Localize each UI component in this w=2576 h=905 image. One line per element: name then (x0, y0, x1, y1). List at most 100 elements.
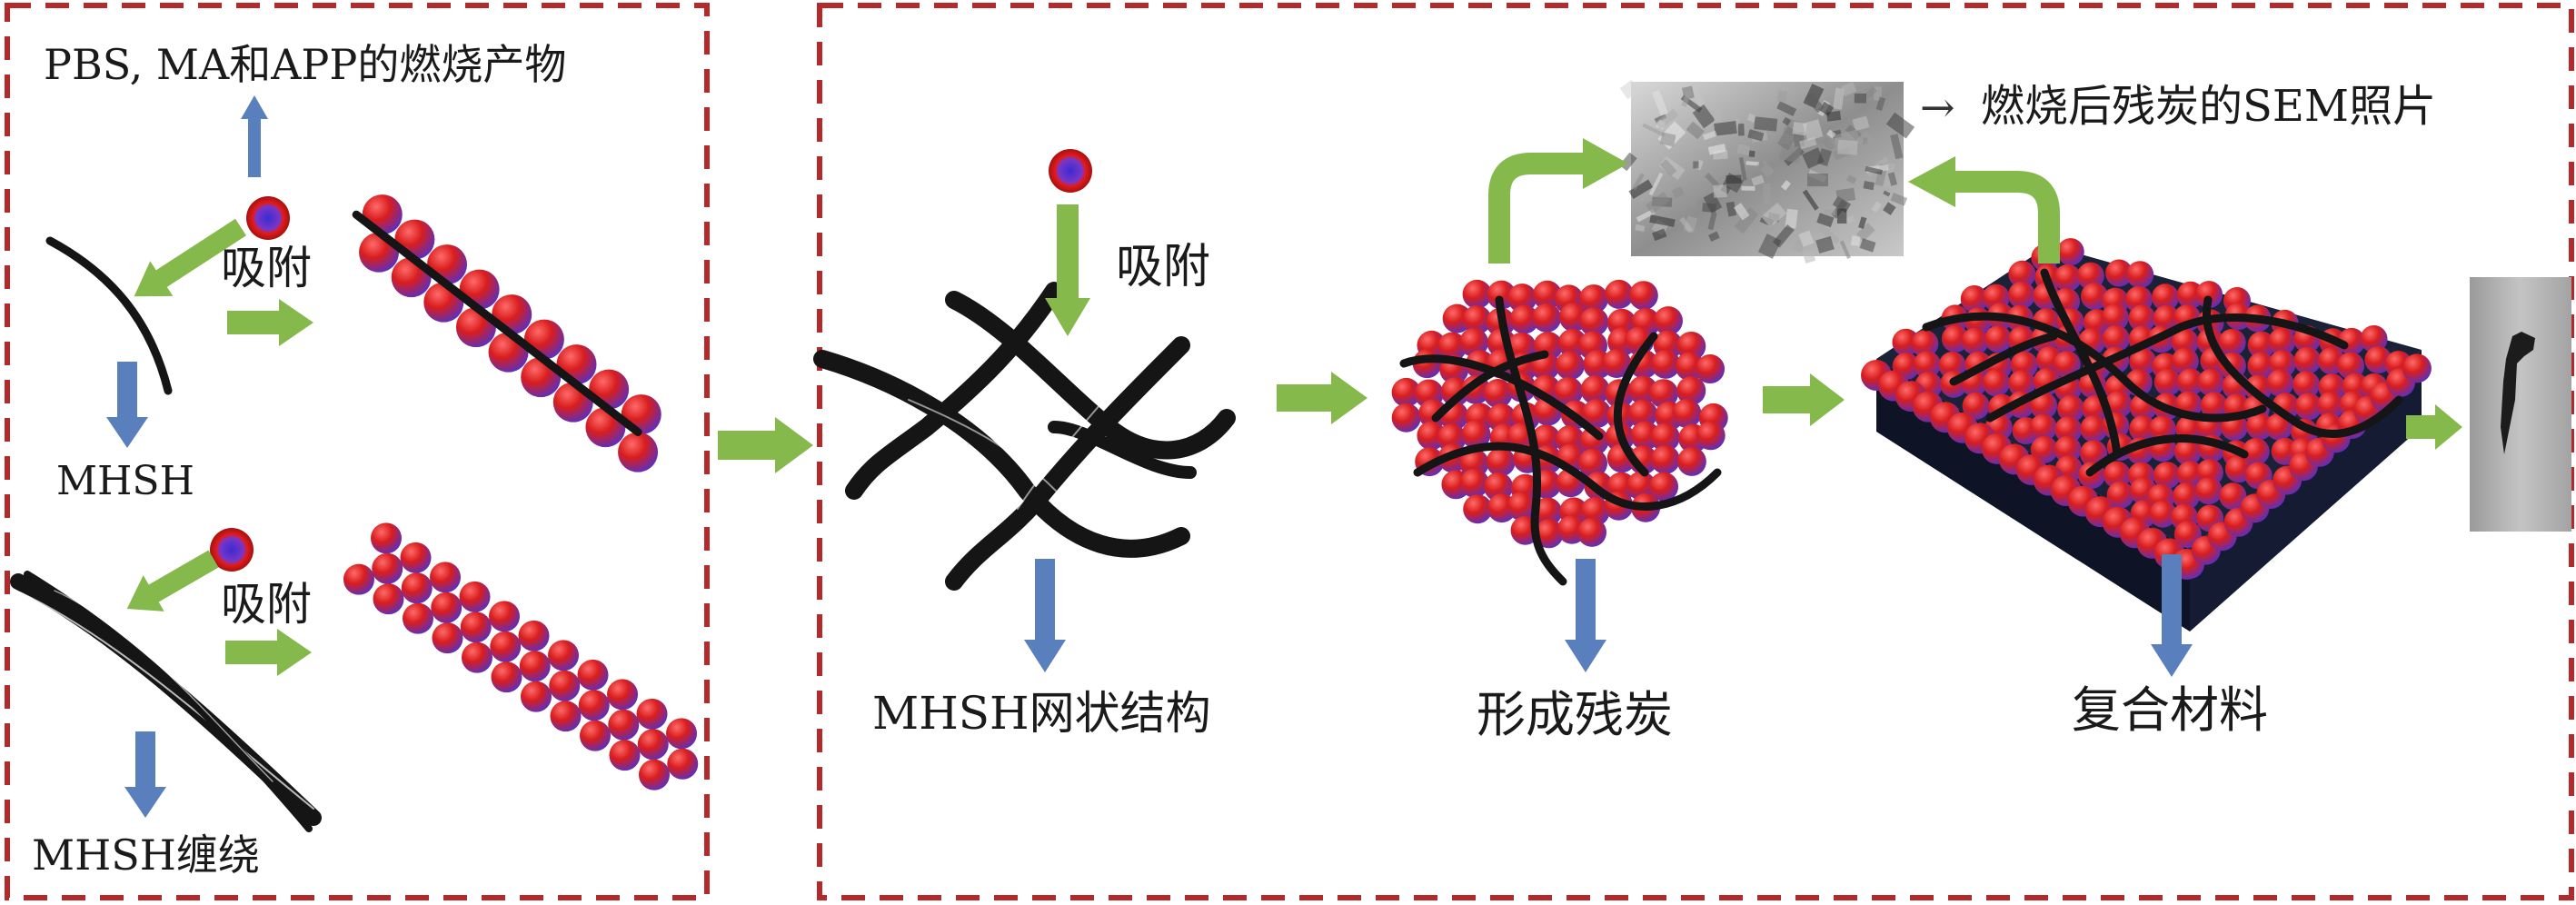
char-sphere (1676, 446, 1706, 476)
sem-texture-grain (1865, 165, 1884, 175)
adsorbate-sphere (618, 432, 659, 472)
composite-sphere (2173, 521, 2202, 549)
composite-material-label: 复合材料 (2072, 681, 2268, 739)
adsorbate-sphere (549, 670, 581, 701)
sem-texture-grain (1619, 80, 1640, 100)
char-sphere (1653, 306, 1683, 336)
sem-texture-grain (1837, 139, 1858, 155)
sem-micrograph (1619, 80, 1915, 264)
sem-texture-grain (1772, 224, 1795, 248)
sem-texture-grain (1854, 93, 1867, 104)
sem-texture-grain (1835, 187, 1856, 203)
sem-texture-grain (1859, 131, 1876, 148)
composite-sphere (2149, 500, 2177, 528)
adsorbate-sphere (636, 698, 668, 730)
sem-texture-grain (1748, 150, 1755, 157)
composite-sphere (2128, 304, 2156, 333)
composite-sphere (2337, 352, 2365, 380)
char-sphere (1459, 327, 1489, 357)
sem-texture-grain (1763, 184, 1771, 205)
arrow-down-wound (124, 731, 166, 818)
composite-sphere (2294, 393, 2322, 421)
adsorbate-sphere (402, 602, 433, 634)
sem-texture-grain (1890, 193, 1908, 206)
sem-texture-grain (1785, 208, 1798, 229)
sem-texture-grain (1652, 228, 1667, 242)
arrow-to-network (718, 417, 813, 473)
sem-texture-grain (1875, 96, 1886, 111)
sem-texture-grain (1807, 173, 1828, 187)
chain-fiber (352, 210, 642, 436)
sem-texture-grain (1782, 116, 1792, 126)
adsorbate-sphere (432, 622, 463, 654)
sem-texture-grain (1733, 203, 1750, 221)
sem-texture-grain (1855, 223, 1875, 242)
sem-texture-grain (1802, 249, 1816, 264)
char-sphere (1648, 379, 1678, 409)
char-sphere (1483, 379, 1513, 409)
sem-texture-grain (1619, 152, 1637, 172)
char-sphere (1507, 283, 1537, 313)
char-sphere (1602, 349, 1632, 379)
composite-sphere (2080, 282, 2108, 310)
sem-texture-grain (1845, 214, 1856, 224)
composite-fibers (1922, 268, 2403, 477)
composite-sphere (2171, 347, 2199, 375)
composite-sphere (1941, 324, 1969, 353)
composite-sphere (2080, 414, 2108, 443)
adsorbate-sphere (667, 748, 699, 780)
char-sphere (1437, 332, 1467, 362)
sem-texture-grain (1702, 203, 1716, 213)
adsorbate-sphere (401, 572, 433, 604)
sem-texture-grain (1707, 212, 1717, 231)
sem-texture-grain (1883, 202, 1896, 215)
char-sphere (1532, 303, 1562, 333)
composite-sphere (2402, 353, 2432, 383)
sem-texture-grain (1816, 213, 1835, 228)
sem-texture-grain (1649, 214, 1676, 227)
composite-sphere (2171, 328, 2199, 356)
sem-texture-grain (1887, 172, 1898, 186)
single-mhsh-fiber (45, 236, 173, 395)
sem-texture-grain (1792, 122, 1807, 136)
composite-sphere (2153, 368, 2182, 396)
arrow-down-char (1565, 559, 1606, 672)
adsorbate-sphere (460, 612, 492, 643)
sem-texture-grain (1671, 185, 1686, 199)
sem-texture-grain (1631, 173, 1645, 191)
arrow-right-top (227, 299, 313, 346)
sem-texture-grain (1651, 89, 1668, 116)
mhsh-network (813, 282, 1236, 591)
char-sphere (1696, 421, 1726, 451)
char-sphere (1391, 403, 1421, 433)
adsorbate-sphere (431, 592, 462, 623)
sem-texture-grain (1751, 174, 1765, 186)
composite-sphere (2219, 482, 2247, 511)
composite-sphere (2172, 482, 2200, 511)
curved-arrow-char-to-sem-head (1583, 138, 1628, 189)
arrow-adsorb-top (134, 218, 246, 297)
mhsh-label: MHSH (56, 458, 194, 504)
arrow-adsorb-bottom (126, 550, 219, 612)
composite-sphere (2008, 260, 2036, 288)
adsorbate-sphere (666, 718, 698, 750)
sem-texture-grain (1798, 230, 1815, 247)
composite-sphere (2129, 348, 2157, 376)
combustion-products-label: PBS, MA和APP的燃烧产物 (44, 40, 567, 89)
sem-texture-grain (1726, 201, 1737, 217)
sem-texture-grain (1686, 121, 1705, 140)
char-sphere (1650, 423, 1680, 452)
composite-sphere (2102, 324, 2130, 353)
composite-sphere (2245, 413, 2273, 441)
sem-texture-grain (1746, 161, 1760, 166)
sem-texture-grain (1692, 104, 1716, 129)
composite-sphere (2076, 262, 2104, 290)
char-sphere (1534, 519, 1564, 549)
sem-texture-grain (1746, 113, 1757, 124)
composite-sphere (2153, 304, 2181, 333)
composite-sphere (2054, 415, 2083, 443)
adsorbate-sphere (550, 701, 582, 732)
adsorbate-sphere (400, 542, 432, 573)
char-sphere (1651, 349, 1681, 379)
adsorbate-sphere (520, 681, 552, 712)
